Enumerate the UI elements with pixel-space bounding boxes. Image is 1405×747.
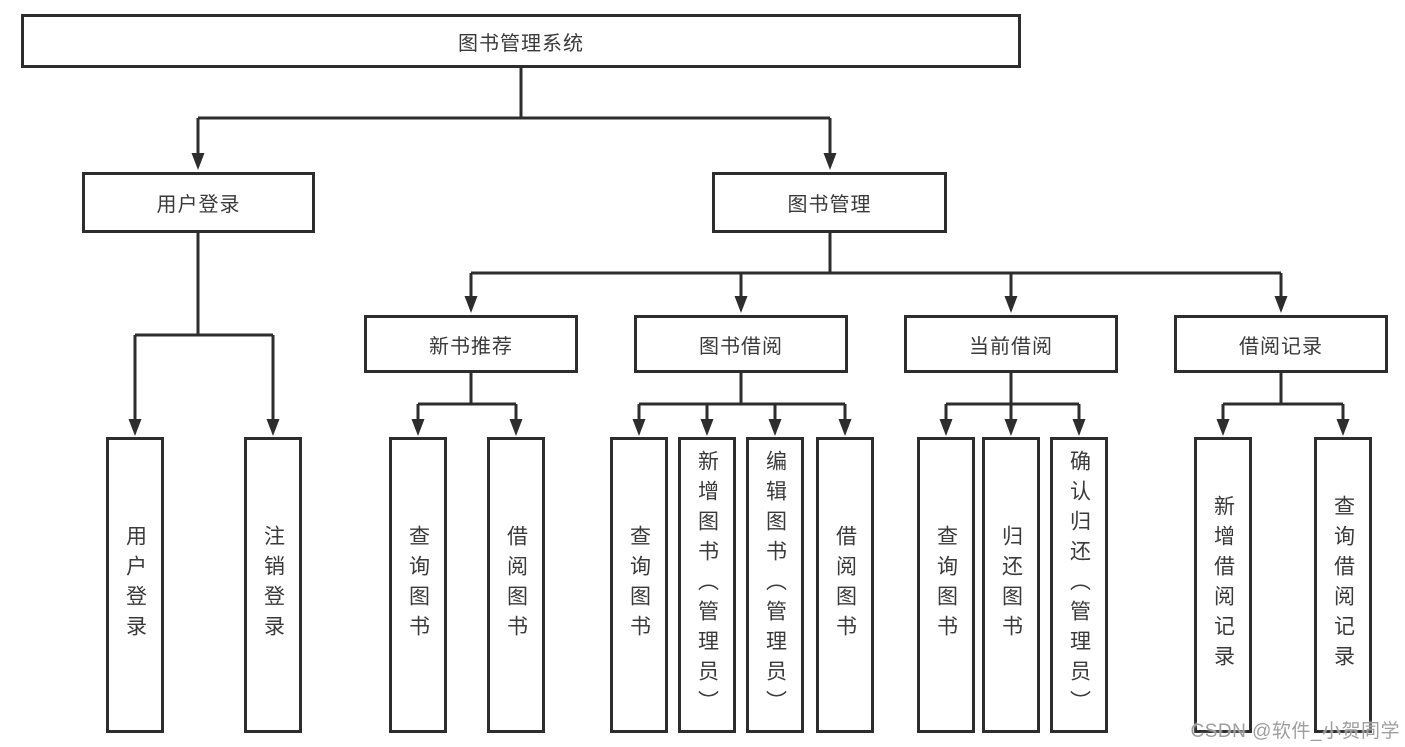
arrowheads [128, 153, 1350, 436]
leaf-user-login-label: 用户登录 [123, 525, 147, 645]
leaf-edit-book-admin-label: 编辑图书（管理员） [763, 450, 787, 720]
node-book-management-label: 图书管理 [787, 194, 872, 216]
leaf-edit-book-admin: 编辑图书（管理员） [746, 437, 804, 733]
leaf-logout-label: 注销登录 [261, 525, 285, 645]
node-user-login-label: 用户登录 [156, 194, 241, 216]
leaf-recommend-query-book: 查询图书 [389, 437, 447, 733]
node-current-borrow: 当前借阅 [904, 315, 1118, 373]
node-book-management: 图书管理 [712, 172, 947, 233]
leaf-return-book: 归还图书 [982, 437, 1040, 733]
leaf-add-book-admin: 新增图书（管理员） [678, 437, 736, 733]
leaf-confirm-return-admin: 确认归还（管理员） [1050, 437, 1108, 733]
leaf-borrow-query-book-label: 查询图书 [627, 525, 651, 645]
leaf-logout: 注销登录 [244, 437, 302, 733]
leaf-return-book-label: 归还图书 [999, 525, 1023, 645]
leaf-recommend-borrow-book-label: 借阅图书 [504, 525, 528, 645]
leaf-confirm-return-admin-label: 确认归还（管理员） [1067, 450, 1091, 720]
leaf-borrow-borrow-book-label: 借阅图书 [833, 525, 857, 645]
node-book-borrow: 图书借阅 [634, 315, 848, 373]
node-borrow-records: 借阅记录 [1174, 315, 1388, 373]
node-user-login: 用户登录 [82, 172, 315, 233]
leaf-add-borrow-record-label: 新增借阅记录 [1211, 495, 1235, 675]
leaf-add-borrow-record: 新增借阅记录 [1194, 437, 1252, 733]
leaf-recommend-borrow-book: 借阅图书 [487, 437, 545, 733]
leaf-current-query-book: 查询图书 [917, 437, 975, 733]
node-root-label: 图书管理系统 [458, 32, 584, 55]
leaf-borrow-query-book: 查询图书 [610, 437, 668, 733]
leaf-recommend-query-book-label: 查询图书 [406, 525, 430, 645]
csdn-watermark: CSDN @软件_小贺同学 [1190, 721, 1400, 742]
node-root: 图书管理系统 [21, 14, 1021, 68]
leaf-query-borrow-record-label: 查询借阅记录 [1331, 495, 1355, 675]
leaf-user-login: 用户登录 [106, 437, 164, 733]
node-book-borrow-label: 图书借阅 [699, 335, 783, 358]
node-current-borrow-label: 当前借阅 [969, 335, 1053, 358]
leaf-borrow-borrow-book: 借阅图书 [816, 437, 874, 733]
leaf-current-query-book-label: 查询图书 [934, 525, 958, 645]
node-new-book-recommend: 新书推荐 [364, 315, 578, 373]
node-new-book-recommend-label: 新书推荐 [429, 335, 513, 358]
leaf-add-book-admin-label: 新增图书（管理员） [695, 450, 719, 720]
leaf-query-borrow-record: 查询借阅记录 [1314, 437, 1372, 733]
node-borrow-records-label: 借阅记录 [1239, 335, 1323, 358]
